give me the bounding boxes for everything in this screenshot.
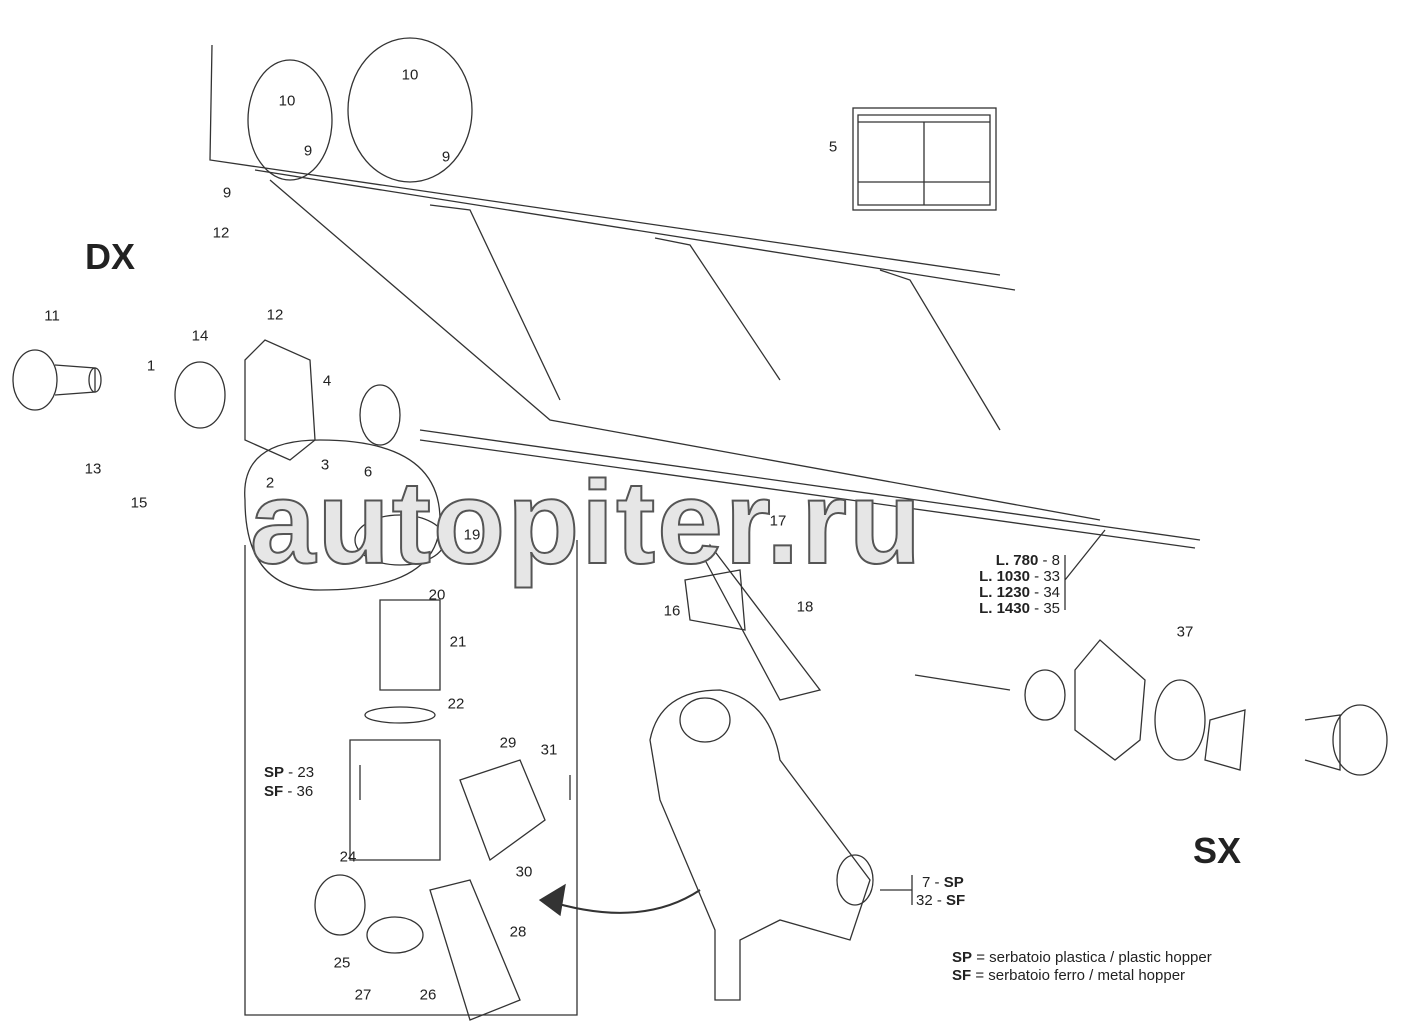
callout: 12 — [266, 306, 284, 324]
callout: 30 — [515, 863, 533, 881]
callout: 14 — [191, 327, 209, 345]
callout: 1 — [146, 357, 156, 375]
callout: 37 — [1176, 623, 1194, 641]
variant-row: SF - 36 — [264, 783, 314, 800]
callout: 20 — [428, 586, 446, 604]
side-label-dx: DX — [84, 236, 136, 277]
callout: 4 — [322, 372, 332, 390]
shaft-length-row: L. 1230 - 34 — [979, 584, 1060, 601]
callout: 19 — [463, 526, 481, 544]
callout: 15 — [130, 494, 148, 512]
legend-row: SP = serbatoio plastica / plastic hopper — [952, 949, 1212, 966]
callout: 29 — [499, 734, 517, 752]
callout: 11 — [44, 307, 60, 325]
callout: 17 — [769, 512, 787, 530]
callout: 10 — [401, 66, 419, 84]
side-label-sx: SX — [1192, 830, 1242, 871]
callout: 26 — [419, 986, 437, 1004]
variant-row: SP - 23 — [264, 764, 315, 781]
callout: 18 — [796, 598, 814, 616]
shaft-length-row: L. 1430 - 35 — [979, 600, 1060, 617]
callout: 3 — [320, 456, 330, 474]
variant-row: 7 - SP — [922, 874, 964, 891]
callout: 27 — [354, 986, 372, 1004]
shaft-length-row: L. 1030 - 33 — [979, 568, 1060, 585]
callout: 28 — [509, 923, 527, 941]
callout: 12 — [212, 224, 230, 242]
callout: 9 — [303, 142, 313, 160]
callout: 25 — [333, 954, 351, 972]
callout: 9 — [222, 184, 232, 202]
callout: 31 — [540, 741, 558, 759]
callout: 9 — [441, 148, 451, 166]
legend-row: SF = serbatoio ferro / metal hopper — [952, 967, 1186, 984]
watermark: autopiter.ru — [249, 456, 924, 590]
callout: 16 — [663, 602, 681, 620]
callout: 5 — [828, 138, 838, 156]
callout: 6 — [363, 463, 373, 481]
callout: 22 — [447, 695, 465, 713]
callout: 21 — [449, 633, 467, 651]
callout: 10 — [278, 92, 296, 110]
callout: 24 — [339, 848, 357, 866]
callout: 2 — [265, 474, 275, 492]
callout: 13 — [84, 460, 102, 478]
variant-row: 32 - SF — [916, 892, 966, 909]
shaft-length-row: L. 780 - 8 — [995, 552, 1060, 569]
